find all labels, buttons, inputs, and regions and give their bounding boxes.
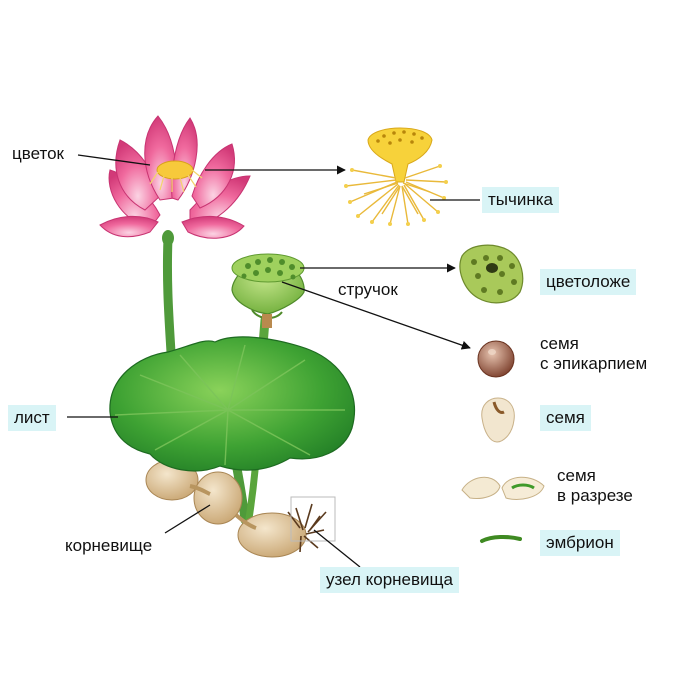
- label-leaf: лист: [8, 405, 56, 432]
- seed-picture: [481, 397, 515, 443]
- label-seed-cut-line2: в разрезе: [557, 486, 633, 506]
- label-embryo: эмбрион: [540, 530, 620, 557]
- stamen-picture: [344, 127, 448, 226]
- rhizome-node-frame: [290, 496, 336, 542]
- embryo-picture: [480, 534, 522, 543]
- label-pod: стручок: [338, 280, 398, 299]
- label-seed-epicarp: семя с эпикарпием: [540, 334, 647, 375]
- rhizome-tubers: [145, 459, 307, 558]
- leaf-veins: [114, 344, 345, 466]
- label-rhizome-node: узел корневища: [320, 567, 459, 594]
- label-stamen: тычинка: [482, 187, 560, 214]
- arrow-pod-to-seed: [281, 281, 471, 350]
- seed-pod: [231, 253, 305, 328]
- leader-rhizome: [164, 504, 211, 534]
- label-receptacle: цветоложе: [540, 269, 637, 296]
- leaf-shape: [109, 336, 356, 472]
- label-seed-cut: семя в разрезе: [557, 466, 633, 507]
- label-rhizome: корневище: [65, 536, 153, 555]
- label-seed-epicarp-line2: с эпикарпием: [540, 354, 648, 374]
- leader-rhizome-node: [313, 529, 361, 568]
- label-seed: семя: [540, 405, 591, 432]
- label-flower: цветок: [12, 144, 64, 163]
- lotus-flower: [99, 115, 251, 246]
- seed-with-epicarp-picture: [477, 340, 515, 378]
- seed-cut-picture: [461, 476, 545, 500]
- receptacle-picture: [459, 244, 524, 304]
- label-seed-cut-line1: семя: [557, 466, 596, 485]
- flower-stem: [162, 233, 177, 375]
- label-seed-epicarp-line1: семя: [540, 334, 579, 353]
- leader-lines: [67, 154, 480, 568]
- leader-flower: [77, 154, 151, 166]
- rhizome-node-roots: [287, 503, 327, 553]
